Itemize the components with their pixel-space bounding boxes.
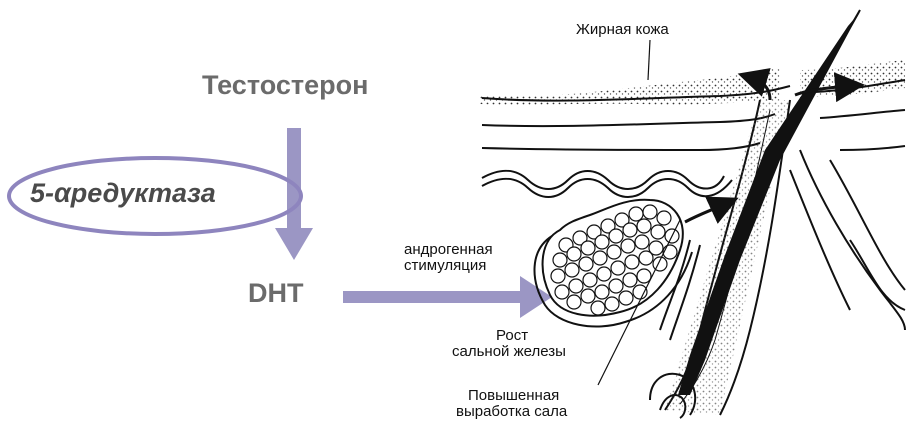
stimulation-label-line2: стимуляция xyxy=(404,258,486,273)
dht-label: DHT xyxy=(248,278,304,309)
sebum-label-line2: выработка сала xyxy=(456,404,567,419)
stimulation-label-line1: андрогенная xyxy=(404,242,493,257)
flow-arrow-down-head xyxy=(275,228,313,260)
sebum-label-line1: Повышенная xyxy=(468,388,559,403)
flow-arrow-right-shaft xyxy=(343,291,523,303)
gland-growth-label-line2: сальной железы xyxy=(452,344,566,359)
gland-growth-label-line1: Рост xyxy=(496,328,528,343)
testosterone-label: Тестостерон xyxy=(202,70,368,101)
enzyme-label: 5-αредуктаза xyxy=(30,178,216,209)
oily-skin-label: Жирная кожа xyxy=(576,22,669,37)
oily-skin-pointer xyxy=(648,40,650,80)
